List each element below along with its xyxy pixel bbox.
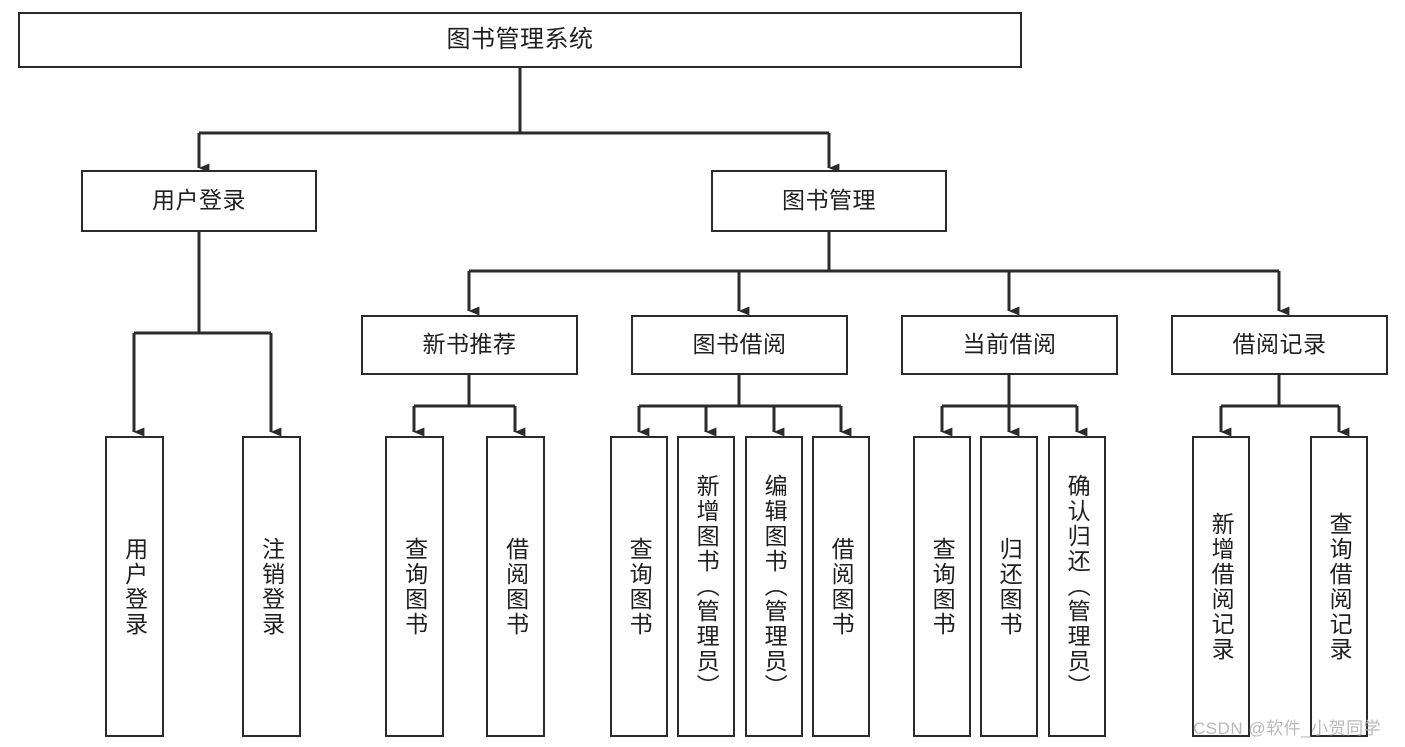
node-leaf-query-record[interactable]: 查询借阅记录 [1310,436,1368,737]
node-leaf-edit-book[interactable]: 编辑图书（管理员） [745,436,803,737]
node-leaf-user-login[interactable]: 用户登录 [105,436,164,737]
node-leaf-query-book-new-label: 查询图书 [401,536,428,637]
node-leaf-return-book[interactable]: 归还图书 [980,436,1038,737]
node-borrow-records[interactable]: 借阅记录 [1171,315,1388,375]
node-leaf-query-book-borrow[interactable]: 查询图书 [610,436,668,737]
node-leaf-query-book-current-label: 查询图书 [929,536,956,637]
node-leaf-query-book-current[interactable]: 查询图书 [913,436,971,737]
node-new-book-recommend-label: 新书推荐 [422,331,517,358]
node-leaf-logout-label: 注销登录 [258,536,285,637]
node-current-borrow[interactable]: 当前借阅 [901,315,1118,375]
node-book-management-label: 图书管理 [782,187,876,214]
node-borrow-records-label: 借阅记录 [1232,331,1327,358]
node-leaf-confirm-return-label: 确认归还（管理员） [1064,474,1091,699]
node-user-login-label: 用户登录 [152,187,246,214]
node-root[interactable]: 图书管理系统 [18,12,1022,68]
node-book-borrow[interactable]: 图书借阅 [631,315,848,375]
node-book-management[interactable]: 图书管理 [711,170,947,232]
node-book-borrow-label: 图书借阅 [692,331,787,358]
node-leaf-borrow-book-new-label: 借阅图书 [502,536,529,637]
node-leaf-borrow-book-new[interactable]: 借阅图书 [486,436,545,737]
node-user-login[interactable]: 用户登录 [81,170,317,232]
node-leaf-logout[interactable]: 注销登录 [242,436,301,737]
node-leaf-query-book-borrow-label: 查询图书 [626,536,653,637]
node-leaf-add-record-label: 新增借阅记录 [1208,511,1235,662]
node-leaf-add-book[interactable]: 新增图书（管理员） [677,436,735,737]
node-new-book-recommend[interactable]: 新书推荐 [361,315,578,375]
node-leaf-confirm-return[interactable]: 确认归还（管理员） [1048,436,1106,737]
node-leaf-query-book-new[interactable]: 查询图书 [385,436,444,737]
node-current-borrow-label: 当前借阅 [962,331,1057,358]
node-leaf-borrow-book[interactable]: 借阅图书 [812,436,870,737]
node-leaf-user-login-label: 用户登录 [121,536,148,637]
node-leaf-add-book-label: 新增图书（管理员） [693,474,720,699]
node-leaf-return-book-label: 归还图书 [996,536,1023,637]
node-leaf-query-record-label: 查询借阅记录 [1326,511,1353,662]
node-leaf-edit-book-label: 编辑图书（管理员） [761,474,788,699]
node-leaf-add-record[interactable]: 新增借阅记录 [1192,436,1250,737]
node-root-label: 图书管理系统 [446,25,594,53]
node-leaf-borrow-book-label: 借阅图书 [828,536,855,637]
